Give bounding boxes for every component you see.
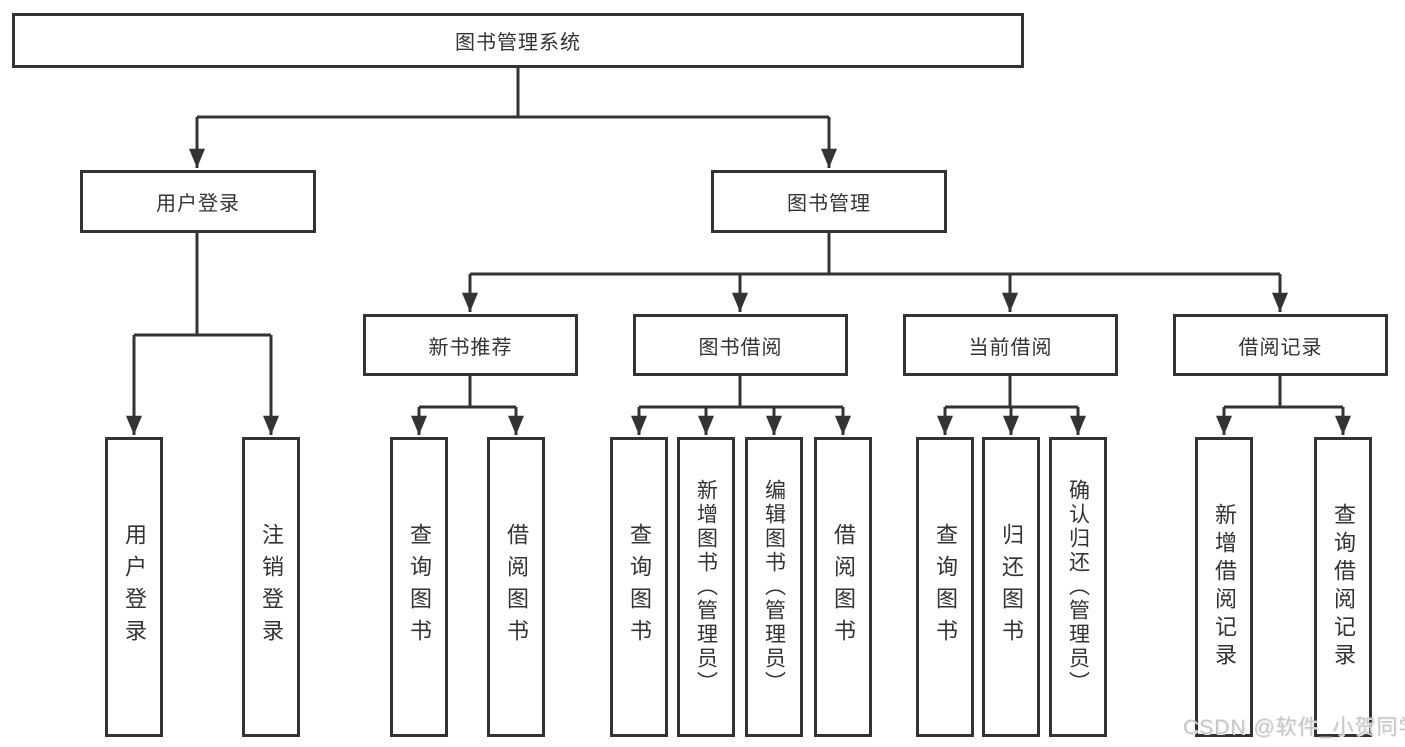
leaf-confirm-return-admin: 确认归还（管理员） xyxy=(1049,437,1107,737)
node-borrowing-records: 借阅记录 xyxy=(1173,314,1388,376)
node-label: 归还图书 xyxy=(999,523,1024,651)
leaf-query-borrow-record: 查询借阅记录 xyxy=(1314,437,1372,737)
node-library-management-system: 图书管理系统 xyxy=(12,13,1024,68)
node-book-management: 图书管理 xyxy=(711,170,947,233)
node-label: 用户登录 xyxy=(156,193,240,215)
node-user-login: 用户登录 xyxy=(80,170,316,233)
leaf-add-borrow-record: 新增借阅记录 xyxy=(1195,437,1253,737)
node-label: 新增图书（管理员） xyxy=(694,479,718,695)
node-label: 借阅记录 xyxy=(1238,336,1323,359)
leaf-borrow-books-borrowing: 借阅图书 xyxy=(814,437,872,737)
leaf-query-books-recommend: 查询图书 xyxy=(390,437,448,737)
node-label: 借阅图书 xyxy=(504,523,529,651)
leaf-add-book-admin: 新增图书（管理员） xyxy=(677,437,735,737)
node-book-borrowing: 图书借阅 xyxy=(633,314,848,376)
node-label: 借阅图书 xyxy=(831,523,856,651)
node-label: 新书推荐 xyxy=(428,336,513,359)
leaf-borrow-books-recommend: 借阅图书 xyxy=(487,437,545,737)
node-label: 图书管理 xyxy=(787,193,871,215)
leaf-return-books: 归还图书 xyxy=(982,437,1040,737)
leaf-query-books-current: 查询图书 xyxy=(916,437,974,737)
node-label: 用户登录 xyxy=(122,523,147,651)
node-current-borrowing: 当前借阅 xyxy=(903,314,1118,376)
leaf-user-login: 用户登录 xyxy=(105,437,163,737)
node-new-book-recommendation: 新书推荐 xyxy=(363,314,578,376)
node-label: 查询图书 xyxy=(407,523,432,651)
node-label: 新增借阅记录 xyxy=(1212,503,1237,671)
node-label: 编辑图书（管理员） xyxy=(762,479,786,695)
node-label: 查询图书 xyxy=(627,523,652,651)
leaf-query-books-borrowing: 查询图书 xyxy=(610,437,668,737)
node-label: 查询图书 xyxy=(933,523,958,651)
leaf-logout: 注销登录 xyxy=(242,437,300,737)
node-label: 查询借阅记录 xyxy=(1331,503,1356,671)
node-label: 注销登录 xyxy=(259,523,284,651)
csdn-watermark: CSDN @软件_小贺同学 xyxy=(1183,716,1405,739)
node-label: 当前借阅 xyxy=(968,336,1053,359)
leaf-edit-book-admin: 编辑图书（管理员） xyxy=(745,437,803,737)
node-label: 确认归还（管理员） xyxy=(1066,479,1090,695)
node-label: 图书管理系统 xyxy=(455,32,581,54)
node-label: 图书借阅 xyxy=(698,336,783,359)
